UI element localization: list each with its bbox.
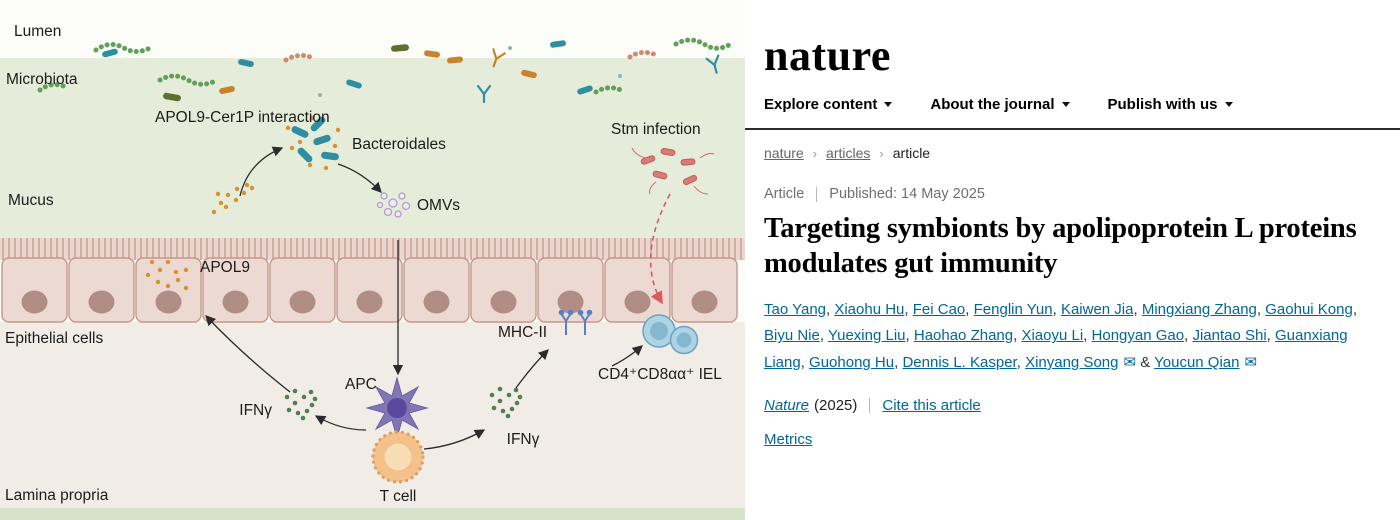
apc-cell bbox=[365, 376, 429, 440]
t-cell bbox=[371, 430, 425, 484]
author-link[interactable]: Tao Yang bbox=[764, 300, 826, 318]
chevron-right-icon: › bbox=[879, 145, 884, 161]
bacteroidales-cluster bbox=[285, 115, 341, 171]
label-lamina-propria: Lamina propria bbox=[5, 487, 109, 504]
label-mhc2: MHC-II bbox=[498, 324, 547, 341]
label-apc: APC bbox=[345, 376, 377, 393]
label-iel: CD4⁺CD8αα⁺ IEL bbox=[598, 366, 722, 383]
author-link[interactable]: Youcun Qian bbox=[1154, 353, 1240, 371]
author-link[interactable]: Fenglin Yun bbox=[973, 300, 1053, 318]
orange-rod-bacteria bbox=[219, 50, 537, 95]
microbiota-icons bbox=[37, 37, 732, 104]
author-link[interactable]: Biyu Nie bbox=[764, 327, 820, 345]
nav-explore-content[interactable]: Explore content bbox=[764, 96, 893, 113]
label-omvs: OMVs bbox=[417, 197, 460, 214]
article-meta: Article Published: 14 May 2025 bbox=[764, 186, 1400, 202]
epithelial-cell-row bbox=[1, 257, 738, 323]
bottom-band bbox=[0, 508, 745, 520]
author-link[interactable]: Xiaoyu Li bbox=[1021, 327, 1084, 345]
author-link[interactable]: Yuexing Liu bbox=[827, 327, 906, 345]
lamina-propria-background bbox=[0, 322, 745, 508]
author-list: Tao Yang, Xiaohu Hu, Fei Cao, Fenglin Yu… bbox=[764, 300, 1357, 371]
journal-link[interactable]: Nature bbox=[764, 396, 810, 414]
author-link[interactable]: Fei Cao bbox=[912, 300, 966, 318]
author-link[interactable]: Guanxiang Liang bbox=[764, 327, 1348, 371]
label-ifng-left: IFNγ bbox=[239, 402, 272, 419]
label-stm-infection: Stm infection bbox=[611, 121, 701, 138]
chevron-right-icon: › bbox=[812, 145, 818, 161]
label-t-cell: T cell bbox=[380, 488, 417, 505]
author-link[interactable]: Mingxiang Zhang bbox=[1141, 300, 1257, 318]
flow-arrows bbox=[205, 146, 643, 450]
iel-cells bbox=[642, 314, 699, 355]
label-microbiota: Microbiota bbox=[6, 71, 78, 88]
breadcrumb-nature[interactable]: nature bbox=[764, 145, 804, 161]
journal-year: (2025) bbox=[814, 396, 858, 414]
figure-gut-immunity: Lumen Microbiota APOL9-Cer1P interaction… bbox=[0, 23, 745, 520]
teal-rod-bacteria bbox=[102, 40, 593, 95]
cite-this-article-link[interactable]: Cite this article bbox=[882, 396, 981, 414]
apol9-intracellular-dots bbox=[145, 259, 189, 291]
article-panel: nature Explore content About the journal… bbox=[745, 0, 1400, 520]
author-link[interactable]: Guohong Hu bbox=[809, 353, 895, 371]
metrics-link[interactable]: Metrics bbox=[764, 430, 813, 448]
label-mucus: Mucus bbox=[8, 192, 54, 209]
label-lumen: Lumen bbox=[14, 23, 61, 40]
nature-logo[interactable]: nature bbox=[764, 31, 891, 80]
chevron-down-icon bbox=[1224, 102, 1233, 107]
author-link[interactable]: Haohao Zhang bbox=[913, 327, 1014, 345]
breadcrumb-articles[interactable]: articles bbox=[826, 145, 871, 161]
label-bacteroidales: Bacteroidales bbox=[352, 136, 446, 153]
chevron-down-icon bbox=[1061, 102, 1070, 107]
label-apol9: APOL9 bbox=[200, 259, 250, 276]
citation-row: Nature (2025) Cite this article bbox=[764, 397, 1400, 414]
author-link[interactable]: Xiaohu Hu bbox=[834, 300, 905, 318]
ifng-right-cluster bbox=[489, 386, 523, 419]
breadcrumb: nature › articles › article bbox=[764, 145, 1400, 161]
chevron-down-icon bbox=[884, 102, 893, 107]
article-type-label: Article bbox=[764, 186, 805, 202]
author-link[interactable]: Kaiwen Jia bbox=[1060, 300, 1134, 318]
label-epithelial-cells: Epithelial cells bbox=[5, 330, 103, 347]
cite-divider bbox=[869, 397, 871, 413]
y-shaped-microbes bbox=[476, 48, 720, 104]
metrics-row: Metrics bbox=[764, 431, 1400, 449]
label-apol9-cer1p: APOL9-Cer1P interaction bbox=[155, 109, 330, 126]
olive-rod-bacteria bbox=[163, 44, 409, 102]
apol9-secreted-dots bbox=[211, 182, 255, 215]
stm-bacteria-cluster bbox=[631, 147, 715, 195]
email-icon[interactable]: ✉ bbox=[1244, 353, 1258, 371]
published-label: Published: bbox=[829, 186, 898, 202]
nav-publish-with-us[interactable]: Publish with us bbox=[1108, 96, 1233, 113]
brush-border bbox=[0, 238, 745, 260]
author-link[interactable]: Dennis L. Kasper bbox=[902, 353, 1017, 371]
mhc2-icons bbox=[558, 309, 593, 335]
author-link[interactable]: Gaohui Kong bbox=[1265, 300, 1353, 318]
top-navigation: Explore content About the journal Publis… bbox=[764, 96, 1400, 113]
page-title: Targeting symbionts by apolipoprotein L … bbox=[764, 213, 1357, 279]
breadcrumb-article: article bbox=[892, 145, 931, 161]
gut-immunity-diagram: Lumen Microbiota APOL9-Cer1P interaction… bbox=[0, 23, 745, 520]
email-icon[interactable]: ✉ bbox=[1123, 353, 1137, 371]
author-link[interactable]: Jiantao Shi bbox=[1192, 327, 1267, 345]
nav-about-the-journal[interactable]: About the journal bbox=[930, 96, 1070, 113]
label-ifng-right: IFNγ bbox=[507, 431, 540, 448]
author-link[interactable]: Xinyang Song bbox=[1025, 353, 1119, 371]
header-divider bbox=[745, 128, 1400, 130]
stm-infection-arrow bbox=[649, 193, 671, 305]
epithelial-nuclei bbox=[21, 290, 718, 314]
ifng-left-cluster bbox=[284, 388, 318, 421]
meta-divider bbox=[816, 186, 818, 202]
omv-vesicles bbox=[376, 192, 411, 218]
author-link[interactable]: Hongyan Gao bbox=[1091, 327, 1185, 345]
published-date: 14 May 2025 bbox=[901, 186, 985, 202]
